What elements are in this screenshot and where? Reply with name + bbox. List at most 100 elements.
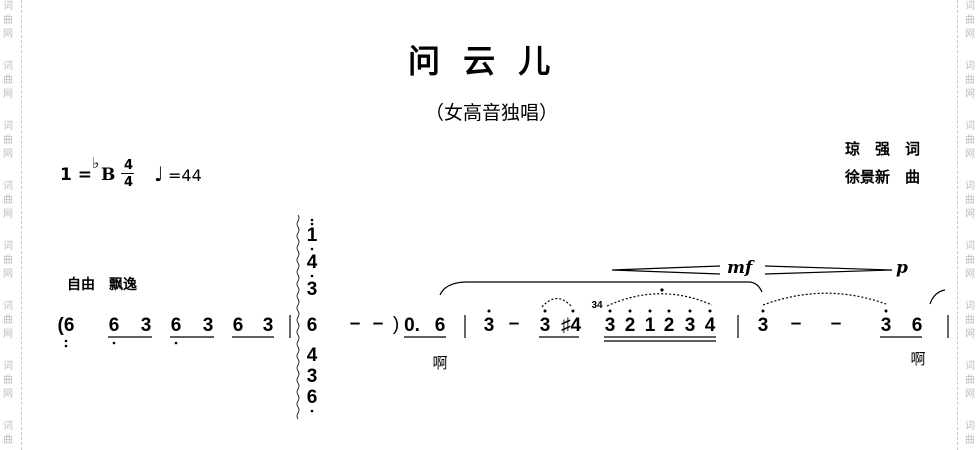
note: 3 <box>140 315 152 336</box>
note: 3 <box>262 315 274 336</box>
chord-note: 1 <box>306 225 318 246</box>
watermark-char: 网 <box>3 209 13 220</box>
page-title: 问 云 儿 <box>408 42 557 80</box>
grace-notes: 34 <box>591 300 603 311</box>
note: 6 <box>434 315 446 336</box>
watermark-char: 词 <box>965 361 975 372</box>
watermark-char: 曲 <box>3 375 13 386</box>
close-paren: ) <box>392 314 400 335</box>
quarter-note-icon: ♩ <box>154 162 164 186</box>
dynamic-mf: mf <box>727 258 753 278</box>
note: 3 <box>880 315 892 336</box>
note: ♯4 <box>560 315 582 336</box>
watermark-char: 网 <box>965 269 975 280</box>
watermark-char: 网 <box>3 329 13 340</box>
watermark-char: 网 <box>3 149 13 160</box>
watermark-char: 曲 <box>965 315 975 326</box>
note: 6 <box>108 315 120 336</box>
watermark-char: 曲 <box>965 135 975 146</box>
dash: – <box>830 313 842 334</box>
margin-divider-right <box>957 0 958 450</box>
note: 6 <box>170 315 182 336</box>
note: 3 <box>604 315 616 336</box>
watermark-char: 曲 <box>965 375 975 386</box>
watermark-char: 词 <box>3 1 13 12</box>
slur <box>439 281 763 296</box>
chord-note: 6 <box>306 315 318 336</box>
lyricist: 琼 强 词 <box>845 140 921 158</box>
watermark-char: 词 <box>3 241 13 252</box>
dynamic-p: p <box>896 258 908 278</box>
dash: – <box>349 313 361 334</box>
chord-note: 4 <box>306 345 318 366</box>
time-signature-line <box>121 173 134 174</box>
composer: 徐景新 曲 <box>845 168 921 186</box>
note: 4 <box>704 315 716 336</box>
dash: – <box>372 313 384 334</box>
dash: – <box>790 313 802 334</box>
watermark-char: 词 <box>3 121 13 132</box>
watermark-char: 词 <box>965 301 975 312</box>
note: 3 <box>539 315 551 336</box>
flat-symbol: ♭ <box>92 154 100 172</box>
chord-note: 4 <box>306 252 318 273</box>
watermark-char: 曲 <box>3 435 13 446</box>
lyric: 啊 <box>432 354 448 372</box>
watermark-char: 曲 <box>3 15 13 26</box>
watermark-char: 网 <box>3 89 13 100</box>
note: 2 <box>624 315 636 336</box>
watermark-char: 网 <box>965 89 975 100</box>
note: 2 <box>663 315 675 336</box>
watermark-char: 词 <box>965 241 975 252</box>
watermark-char: 曲 <box>965 195 975 206</box>
watermark-char: 曲 <box>965 75 975 86</box>
watermark-right: 词曲网词曲网词曲网词曲网词曲网词曲网词曲网词曲 <box>963 0 977 448</box>
watermark-char: 词 <box>3 421 13 432</box>
watermark-char: 曲 <box>965 435 975 446</box>
time-signature-bottom: 4 <box>124 175 134 190</box>
note: 0. <box>404 315 420 336</box>
watermark-char: 词 <box>3 61 13 72</box>
watermark-char: 网 <box>965 389 975 400</box>
watermark-char: 网 <box>965 209 975 220</box>
watermark-char: 词 <box>965 121 975 132</box>
watermark-char: 曲 <box>3 75 13 86</box>
watermark-char: 曲 <box>3 195 13 206</box>
note: (6 <box>57 315 75 336</box>
chord-note: 6 <box>306 387 318 408</box>
watermark-char: 词 <box>965 421 975 432</box>
watermark-char: 曲 <box>965 255 975 266</box>
note: 6 <box>911 315 923 336</box>
chord-note: 3 <box>306 366 318 387</box>
expression-marking: 自由 飘逸 <box>67 277 137 293</box>
watermark-char: 网 <box>965 329 975 340</box>
lyric: 啊 <box>910 350 926 368</box>
watermark-char: 词 <box>3 361 13 372</box>
watermark-char: 词 <box>965 61 975 72</box>
margin-divider-left <box>21 0 22 450</box>
watermark-char: 词 <box>965 1 975 12</box>
key-label: 1 = <box>60 165 92 185</box>
watermark-char: 曲 <box>965 15 975 26</box>
watermark-char: 曲 <box>3 255 13 266</box>
watermark-char: 网 <box>3 269 13 280</box>
slur <box>541 297 573 308</box>
slur <box>929 289 946 305</box>
note: 3 <box>684 315 696 336</box>
octave-dots <box>64 218 888 413</box>
subtitle: （女高音独唱） <box>425 102 559 124</box>
watermark-char: 词 <box>3 301 13 312</box>
chord-note: 3 <box>306 279 318 300</box>
watermark-char: 网 <box>3 389 13 400</box>
slur <box>762 292 887 306</box>
watermark-char: 曲 <box>3 135 13 146</box>
note: 3 <box>757 315 769 336</box>
watermark-left: 词曲网词曲网词曲网词曲网词曲网词曲网词曲网词曲 <box>1 0 15 448</box>
watermark-char: 词 <box>3 181 13 192</box>
note: 6 <box>232 315 244 336</box>
note: 1 <box>644 315 656 336</box>
key-note: B <box>101 165 116 185</box>
decrescendo-hairpin <box>764 265 893 275</box>
